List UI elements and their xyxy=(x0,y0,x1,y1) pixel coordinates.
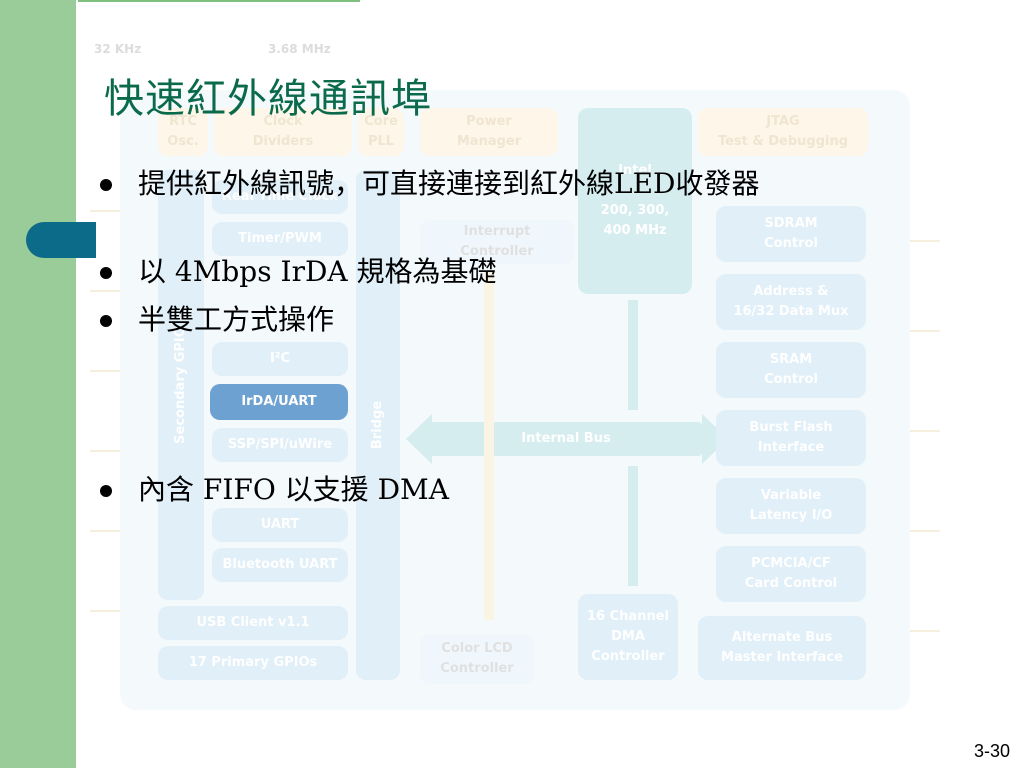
bullet-dot-icon xyxy=(100,179,112,191)
power-manager-block: Power Manager xyxy=(420,108,558,156)
jtag-block: JTAG Test & Debugging xyxy=(698,108,868,156)
uart-block: UART xyxy=(212,508,348,542)
rtc-block: Real Time Clock xyxy=(212,180,348,214)
pin-line xyxy=(90,370,120,372)
interrupt-controller-block: Interrupt Controller xyxy=(420,220,574,264)
bullet-text-4: 內含 FIFO 以支援 DMA xyxy=(138,473,449,506)
pcmcia-block: PCMCIA/CF Card Control xyxy=(716,546,866,602)
secondary-gpio-column: Secondary GPIO xyxy=(158,170,204,600)
left-tab-decor xyxy=(26,222,96,258)
pin-line xyxy=(90,290,120,292)
lcd-connector xyxy=(484,270,494,620)
slide-title: 快速紅外線通訊埠 xyxy=(104,76,432,122)
pin-line xyxy=(910,330,940,332)
bridge-column: Bridge xyxy=(356,170,400,680)
pin-line xyxy=(90,530,120,532)
core-pll-block: Core PLL xyxy=(358,108,404,156)
block-diagram-background: 32 KHz 3.68 MHz RTC Osc. Clock Dividers … xyxy=(80,30,1024,768)
pin-line xyxy=(90,450,120,452)
internal-bus-block: Internal Bus xyxy=(430,422,702,456)
pin-line xyxy=(90,610,120,612)
ssp-spi-block: SSP/SPI/uWire xyxy=(212,428,348,462)
bullet-dot-icon xyxy=(100,315,112,327)
sdram-control-block: SDRAM Control xyxy=(716,206,866,262)
pin-line xyxy=(910,530,940,532)
primary-gpio-block: 17 Primary GPIOs xyxy=(158,646,348,680)
sram-control-block: SRAM Control xyxy=(716,342,866,398)
clock-32khz-label: 32 KHz xyxy=(94,42,142,56)
alternate-bus-block: Alternate Bus Master Interface xyxy=(698,616,866,680)
pin-line xyxy=(910,240,940,242)
timer-pwm-block: Timer/PWM xyxy=(212,222,348,256)
variable-latency-block: Variable Latency I/O xyxy=(716,478,866,534)
address-mux-block: Address & 16/32 Data Mux xyxy=(716,274,866,330)
bullet-text-2: 以 4Mbps IrDA 規格為基礎 xyxy=(138,255,497,288)
pin-line xyxy=(90,210,120,212)
diagram-fade-overlay xyxy=(80,0,1024,768)
clock-368mhz-label: 3.68 MHz xyxy=(268,42,331,56)
bullet-text-3: 半雙工方式操作 xyxy=(138,303,335,336)
i2c-block: I²C xyxy=(212,342,348,376)
usb-client-block: USB Client v1.1 xyxy=(158,606,348,640)
irda-uart-block: IrDA/UART xyxy=(210,384,348,420)
bullet-dot-icon xyxy=(100,485,112,497)
pin-line xyxy=(910,630,940,632)
bluetooth-uart-block: Bluetooth UART xyxy=(212,548,348,582)
clock-dividers-block: Clock Dividers xyxy=(214,108,352,156)
bullet-text-1: 提供紅外線訊號，可直接連接到紅外線LED收發器 xyxy=(138,167,760,200)
rtc-osc-block: RTC Osc. xyxy=(158,108,208,156)
cpu-block: Intel 200, 300, 400 MHz xyxy=(578,108,692,294)
bullet-dot-icon xyxy=(100,267,112,279)
dma-controller-block: 16 Channel DMA Controller xyxy=(578,594,678,680)
lcd-controller-block: Color LCD Controller xyxy=(420,634,534,684)
dma-connector xyxy=(628,466,638,586)
left-band-edge xyxy=(76,0,80,768)
burst-flash-block: Burst Flash Interface xyxy=(716,410,866,466)
pin-line xyxy=(910,430,940,432)
top-rule xyxy=(78,0,360,2)
left-decor-band xyxy=(0,0,78,768)
cpu-connector xyxy=(628,300,638,410)
page-number: 3-30 xyxy=(973,741,1010,761)
bus-arrow-left xyxy=(406,414,432,464)
